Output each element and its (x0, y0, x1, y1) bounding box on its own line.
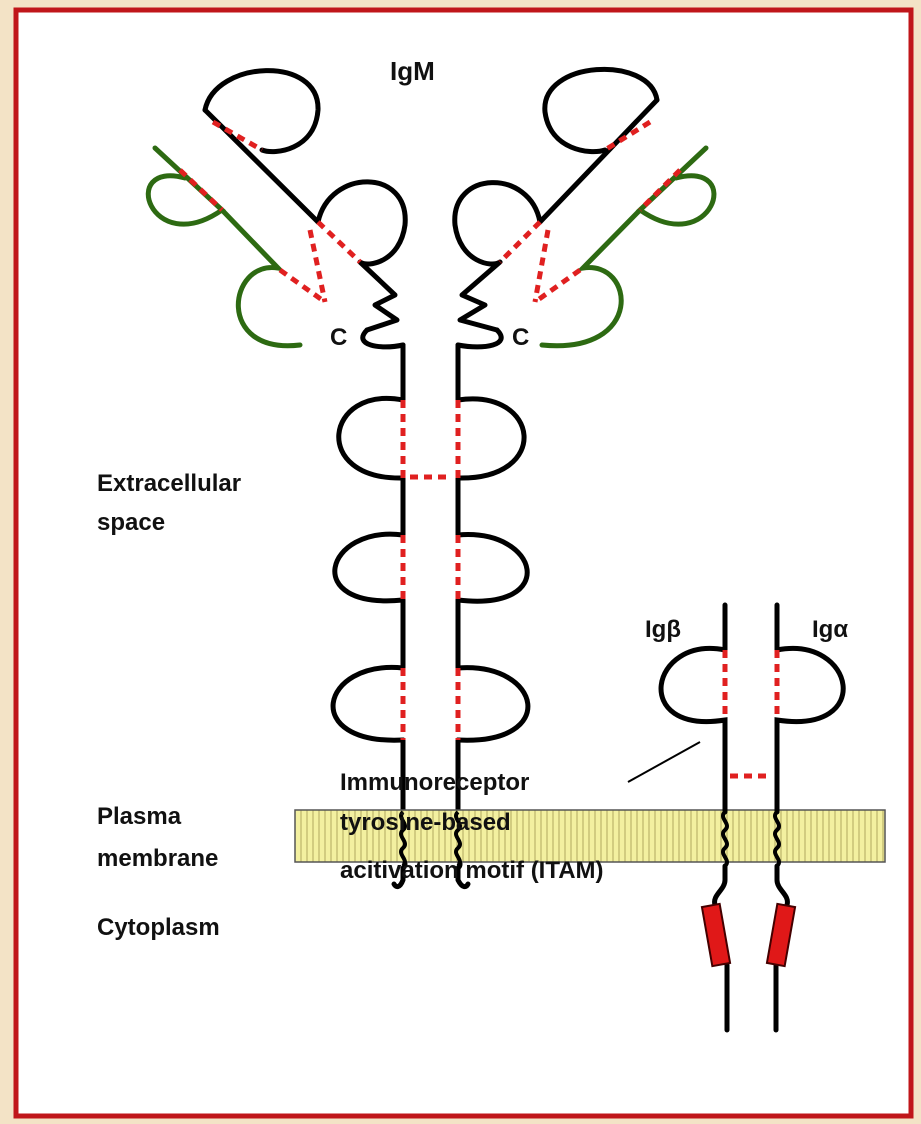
c-label-right: C (512, 324, 529, 351)
label-itam-line2: tyrosine-based (340, 809, 511, 836)
label-space: space (97, 509, 165, 536)
label-ig-beta: Igβ (645, 616, 681, 643)
label-membrane: membrane (97, 845, 218, 872)
label-itam-line3: acitivation motif (ITAM) (340, 857, 604, 884)
title-igm: IgM (390, 56, 435, 86)
label-plasma: Plasma (97, 803, 182, 830)
c-label-left: C (330, 324, 347, 351)
label-extracellular: Extracellular (97, 470, 241, 497)
label-ig-alpha: Igα (812, 616, 848, 643)
label-cytoplasm: Cytoplasm (97, 914, 220, 941)
label-itam-line1: Immunoreceptor (340, 769, 529, 796)
